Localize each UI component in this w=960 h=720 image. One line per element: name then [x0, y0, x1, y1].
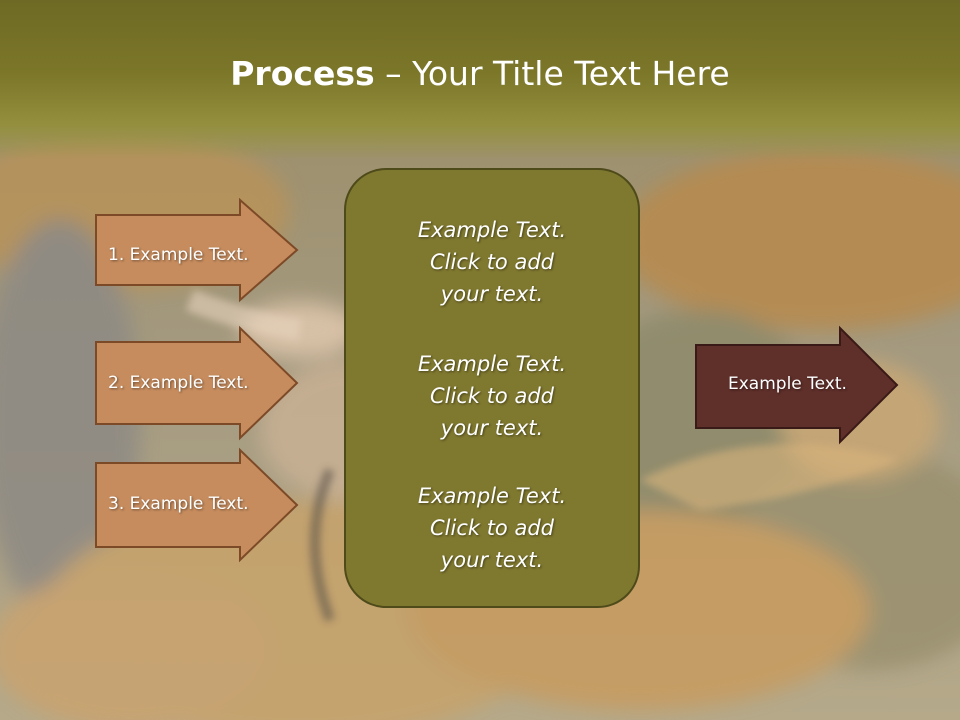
- center-text-block-1: Example Text. Click to add your text.: [346, 214, 638, 310]
- step-arrow-1[interactable]: 1. Example Text.: [94, 197, 300, 303]
- step-arrow-3[interactable]: 3. Example Text.: [94, 447, 300, 564]
- step-arrow-2-shape: [95, 325, 299, 441]
- center-text-block-1-line-1: Example Text.: [417, 218, 567, 242]
- result-arrow-label: Example Text.: [728, 374, 847, 394]
- center-text-block-3-line-3: your text.: [440, 548, 544, 572]
- title-bold-part: Process: [230, 54, 375, 93]
- step-arrow-2-label: 2. Example Text.: [108, 373, 249, 393]
- title-rest-part: – Your Title Text Here: [374, 54, 730, 93]
- center-text-block-2-line-2: Click to add: [429, 384, 554, 408]
- center-text-block-3: Example Text. Click to add your text.: [346, 480, 638, 576]
- result-arrow-shape: [695, 325, 899, 445]
- center-text-box[interactable]: Example Text. Click to add your text. Ex…: [344, 168, 640, 608]
- step-arrow-3-label: 3. Example Text.: [108, 494, 249, 514]
- step-arrow-3-shape: [95, 447, 299, 563]
- center-text-block-1-line-3: your text.: [440, 282, 544, 306]
- center-text-block-3-line-2: Click to add: [429, 516, 554, 540]
- result-arrow[interactable]: Example Text.: [694, 325, 900, 445]
- step-arrow-2[interactable]: 2. Example Text.: [94, 325, 300, 441]
- center-text-block-2-line-1: Example Text.: [417, 352, 567, 376]
- center-text-block-2-line-3: your text.: [440, 416, 544, 440]
- step-arrow-1-label: 1. Example Text.: [108, 245, 249, 265]
- center-text-block-3-line-1: Example Text.: [417, 484, 567, 508]
- center-text-block-2: Example Text. Click to add your text.: [346, 348, 638, 444]
- center-text-block-1-line-2: Click to add: [429, 250, 554, 274]
- title-band: [0, 0, 960, 160]
- step-arrow-1-shape: [95, 197, 299, 303]
- slide-title[interactable]: Process – Your Title Text Here: [0, 52, 960, 96]
